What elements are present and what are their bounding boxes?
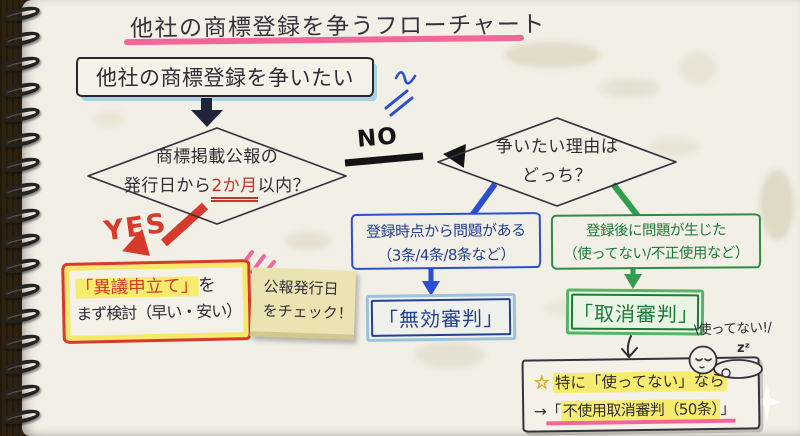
node-invalid-trial: 「無効審判」 — [365, 293, 517, 342]
star-icon: ☆ — [533, 372, 551, 394]
node-decision2: 争いたい理由は どっち？ — [446, 133, 668, 191]
final-line2: →「不使用取消審判（50条）」 — [534, 396, 752, 425]
sticky-note-line1: 公報発行日 — [263, 277, 339, 299]
node-start-label: 他社の商標登録を争いたい — [96, 66, 354, 90]
sticky-note: 公報発行日 をチェック！ — [249, 267, 357, 340]
invalid-reason-line1: 登録時点から問題がある — [366, 221, 526, 241]
cancel-reason-line2: （使ってない/不正使用など） — [563, 245, 749, 263]
cancel-trial-label: 「取消審判」 — [570, 293, 700, 331]
node-decision1: 商標掲載公報の 発行日から2か月以内？ — [96, 143, 338, 203]
two-months-highlight: 2か月 — [211, 176, 258, 203]
zzz-text: zᶻ — [737, 341, 750, 356]
no-label: NO — [355, 123, 399, 153]
decision2-line1: 争いたい理由は — [495, 137, 619, 157]
node-cancel-trial: 「取消審判」 — [565, 288, 705, 336]
node-opposition: 「異議申立て」を まず検討（早い・安い） — [61, 259, 252, 344]
invalid-reason-line2: （3条/4条/8条など） — [377, 245, 516, 265]
opposition-highlight: 「異議申立て」 — [75, 276, 199, 299]
decision2-line2: どっち？ — [522, 165, 592, 186]
node-start: 他社の商標登録を争いたい — [76, 57, 374, 97]
sleeping-figure-icon — [688, 345, 763, 379]
opposition-line1: 「異議申立て」を — [75, 275, 216, 299]
cancel-reason-line1: 登録後に問題が生じた — [585, 222, 726, 240]
opposition-line2: まず検討（早い・安い） — [76, 301, 242, 324]
invalid-trial-label: 「無効審判」 — [370, 298, 512, 337]
nonuse-cancellation-highlight: 不使用取消審判（50条） — [560, 398, 721, 421]
speech-text: \使ってない!/ — [693, 319, 772, 339]
decision1-line1: 商標掲載公報の — [155, 147, 279, 167]
node-invalid-reason: 登録時点から問題がある （3条/4条/8条など） — [350, 212, 542, 270]
sticky-note-line2: をチェック！ — [262, 301, 354, 323]
decision1-line2: 発行日から2か月以内？ — [96, 172, 338, 203]
node-cancel-reason: 登録後に問題が生じた （使ってない/不正使用など） — [550, 213, 762, 270]
blue-scribble-icon — [384, 70, 417, 117]
